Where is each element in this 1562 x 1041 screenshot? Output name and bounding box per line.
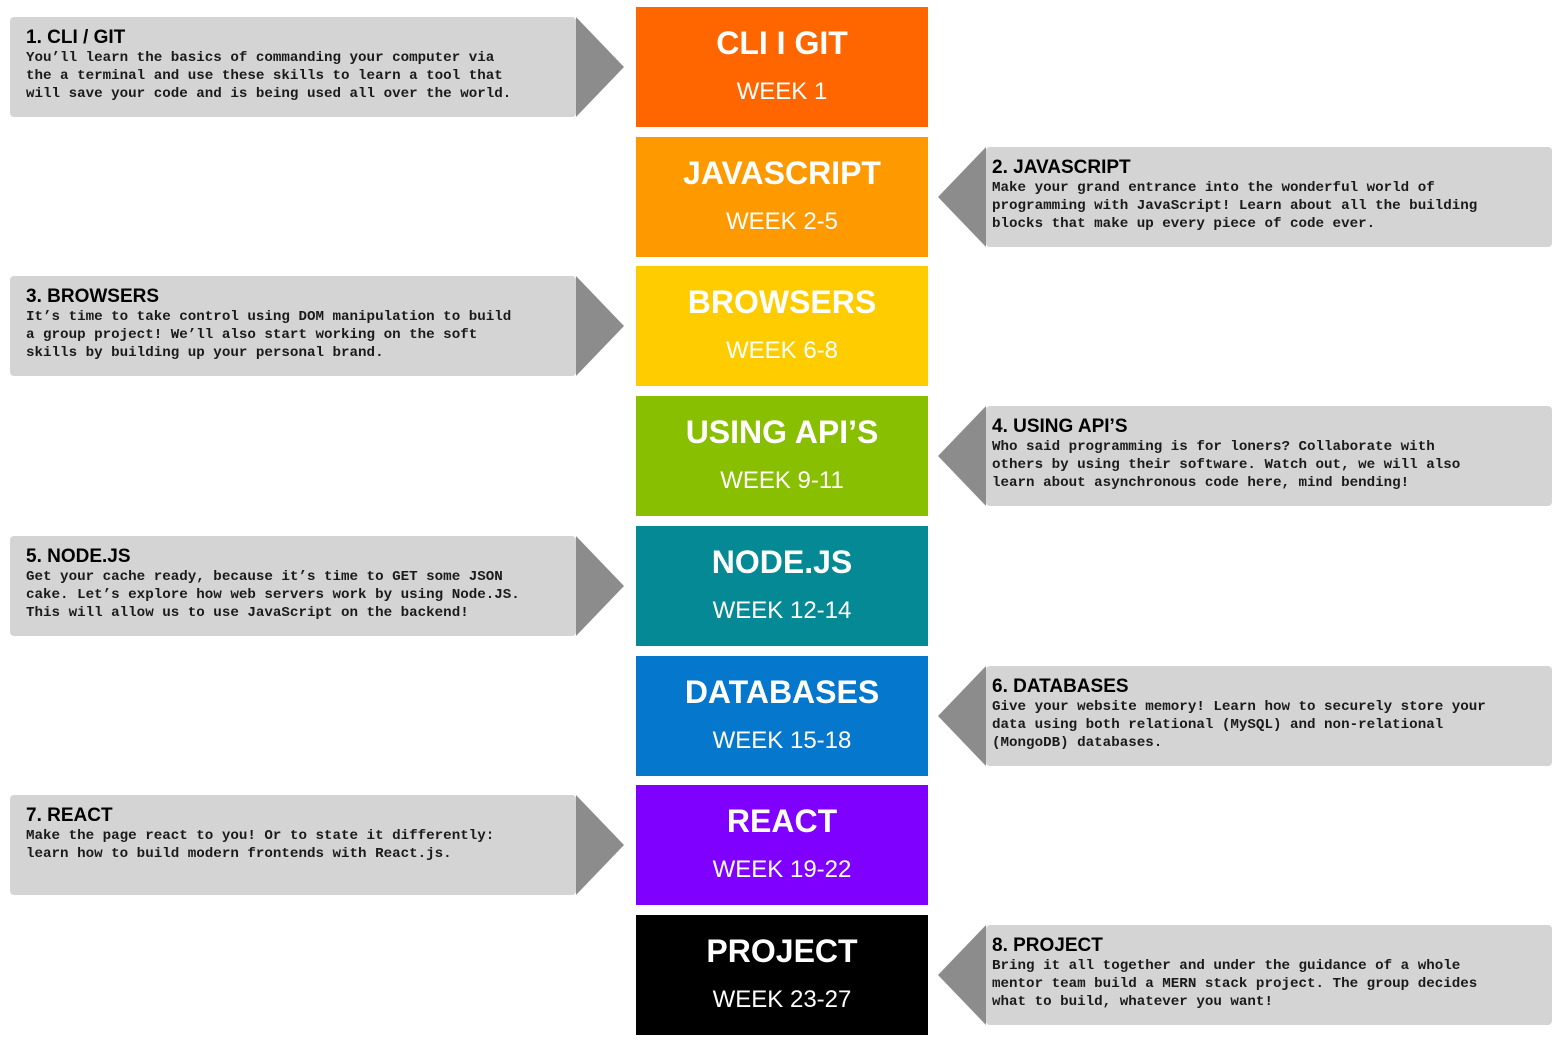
stage-title: BROWSERS (687, 284, 877, 320)
stage-title: PROJECT (706, 933, 858, 969)
callout-box (986, 925, 1552, 1025)
callout-arrow (938, 147, 986, 247)
stage-title: NODE.JS (711, 544, 853, 580)
stage-block-react: REACT WEEK 19-22 (636, 785, 928, 905)
callout-arrow (938, 406, 986, 506)
callout-shape (938, 925, 1552, 1025)
callout-arrow (576, 17, 624, 117)
callout-arrow (576, 795, 624, 895)
stage-title: DATABASES (684, 674, 880, 710)
stage-block-nodejs: NODE.JS WEEK 12-14 (636, 526, 928, 646)
callout-shape (938, 406, 1552, 506)
stage-title: JAVASCRIPT (683, 155, 881, 191)
callout-heading: 4. USING API’S (992, 416, 1128, 437)
callout-shape (10, 795, 624, 895)
callout-heading: 5. NODE.JS (26, 546, 131, 567)
callout-body: Make your grand entrance into the wonder… (992, 180, 1478, 232)
callout-box (986, 406, 1552, 506)
callout-box (10, 276, 576, 376)
callout-box (10, 536, 576, 636)
callout-body: You’ll learn the basics of commanding yo… (26, 50, 512, 102)
callout-body: Give your website memory! Learn how to s… (992, 699, 1486, 751)
callout-box (986, 147, 1552, 247)
callout-browsers: 3. BROWSERS It’s time to take control us… (10, 276, 624, 376)
callout-nodejs: 5. NODE.JS Get your cache ready, because… (10, 536, 624, 636)
callout-heading: 3. BROWSERS (26, 286, 160, 307)
callout-arrow (938, 925, 986, 1025)
callout-arrow (576, 536, 624, 636)
stage-block-browsers: BROWSERS WEEK 6-8 (636, 266, 928, 386)
callout-project: 8. PROJECT Bring it all together and und… (938, 925, 1552, 1025)
callout-shape (938, 666, 1552, 766)
stage-title: CLI I GIT (716, 25, 848, 61)
callout-heading: 8. PROJECT (992, 935, 1103, 956)
stage-week: WEEK 23-27 (712, 986, 852, 1013)
stage-week: WEEK 15-18 (712, 727, 852, 754)
callout-box (10, 17, 576, 117)
callout-shape (938, 147, 1552, 247)
callout-react: 7. REACT Make the page react to you! Or … (10, 795, 624, 895)
stage-week: WEEK 6-8 (725, 337, 839, 364)
stage-title: USING API’S (685, 414, 879, 450)
stage-week: WEEK 12-14 (712, 597, 852, 624)
callout-shape (10, 17, 624, 117)
stage-week: WEEK 19-22 (712, 856, 852, 883)
callout-arrow (576, 276, 624, 376)
callout-shape (10, 276, 624, 376)
stage-block-javascript: JAVASCRIPT WEEK 2-5 (636, 137, 928, 257)
callout-using-apis: 4. USING API’S Who said programming is f… (938, 406, 1552, 506)
callout-body: It’s time to take control using DOM mani… (26, 309, 512, 361)
callout-body: Bring it all together and under the guid… (992, 958, 1478, 1010)
stage-block-using-apis: USING API’S WEEK 9-11 (636, 396, 928, 516)
stage-block-cli-git: CLI I GIT WEEK 1 (636, 7, 928, 127)
callout-heading: 6. DATABASES (992, 676, 1129, 697)
callout-box (986, 666, 1552, 766)
callout-body: Who said programming is for loners? Coll… (992, 439, 1461, 491)
callout-databases: 6. DATABASES Give your website memory! L… (938, 666, 1552, 766)
callout-cli-git: 1. CLI / GIT You’ll learn the basics of … (10, 17, 624, 117)
stage-week: WEEK 1 (736, 78, 828, 105)
stage-block-project: PROJECT WEEK 23-27 (636, 915, 928, 1035)
callout-javascript: 2. JAVASCRIPT Make your grand entrance i… (938, 147, 1552, 247)
callout-shape (10, 536, 624, 636)
stage-week: WEEK 9-11 (720, 467, 844, 494)
callout-heading: 1. CLI / GIT (26, 27, 126, 48)
stage-week: WEEK 2-5 (725, 208, 839, 235)
callout-box (10, 795, 576, 895)
callout-heading: 2. JAVASCRIPT (992, 157, 1131, 178)
stage-title: REACT (726, 803, 838, 839)
callout-body: Make the page react to you! Or to state … (26, 828, 495, 862)
callout-body: Get your cache ready, because it’s time … (26, 569, 520, 621)
callout-heading: 7. REACT (26, 805, 113, 826)
callout-arrow (938, 666, 986, 766)
stage-block-databases: DATABASES WEEK 15-18 (636, 656, 928, 776)
